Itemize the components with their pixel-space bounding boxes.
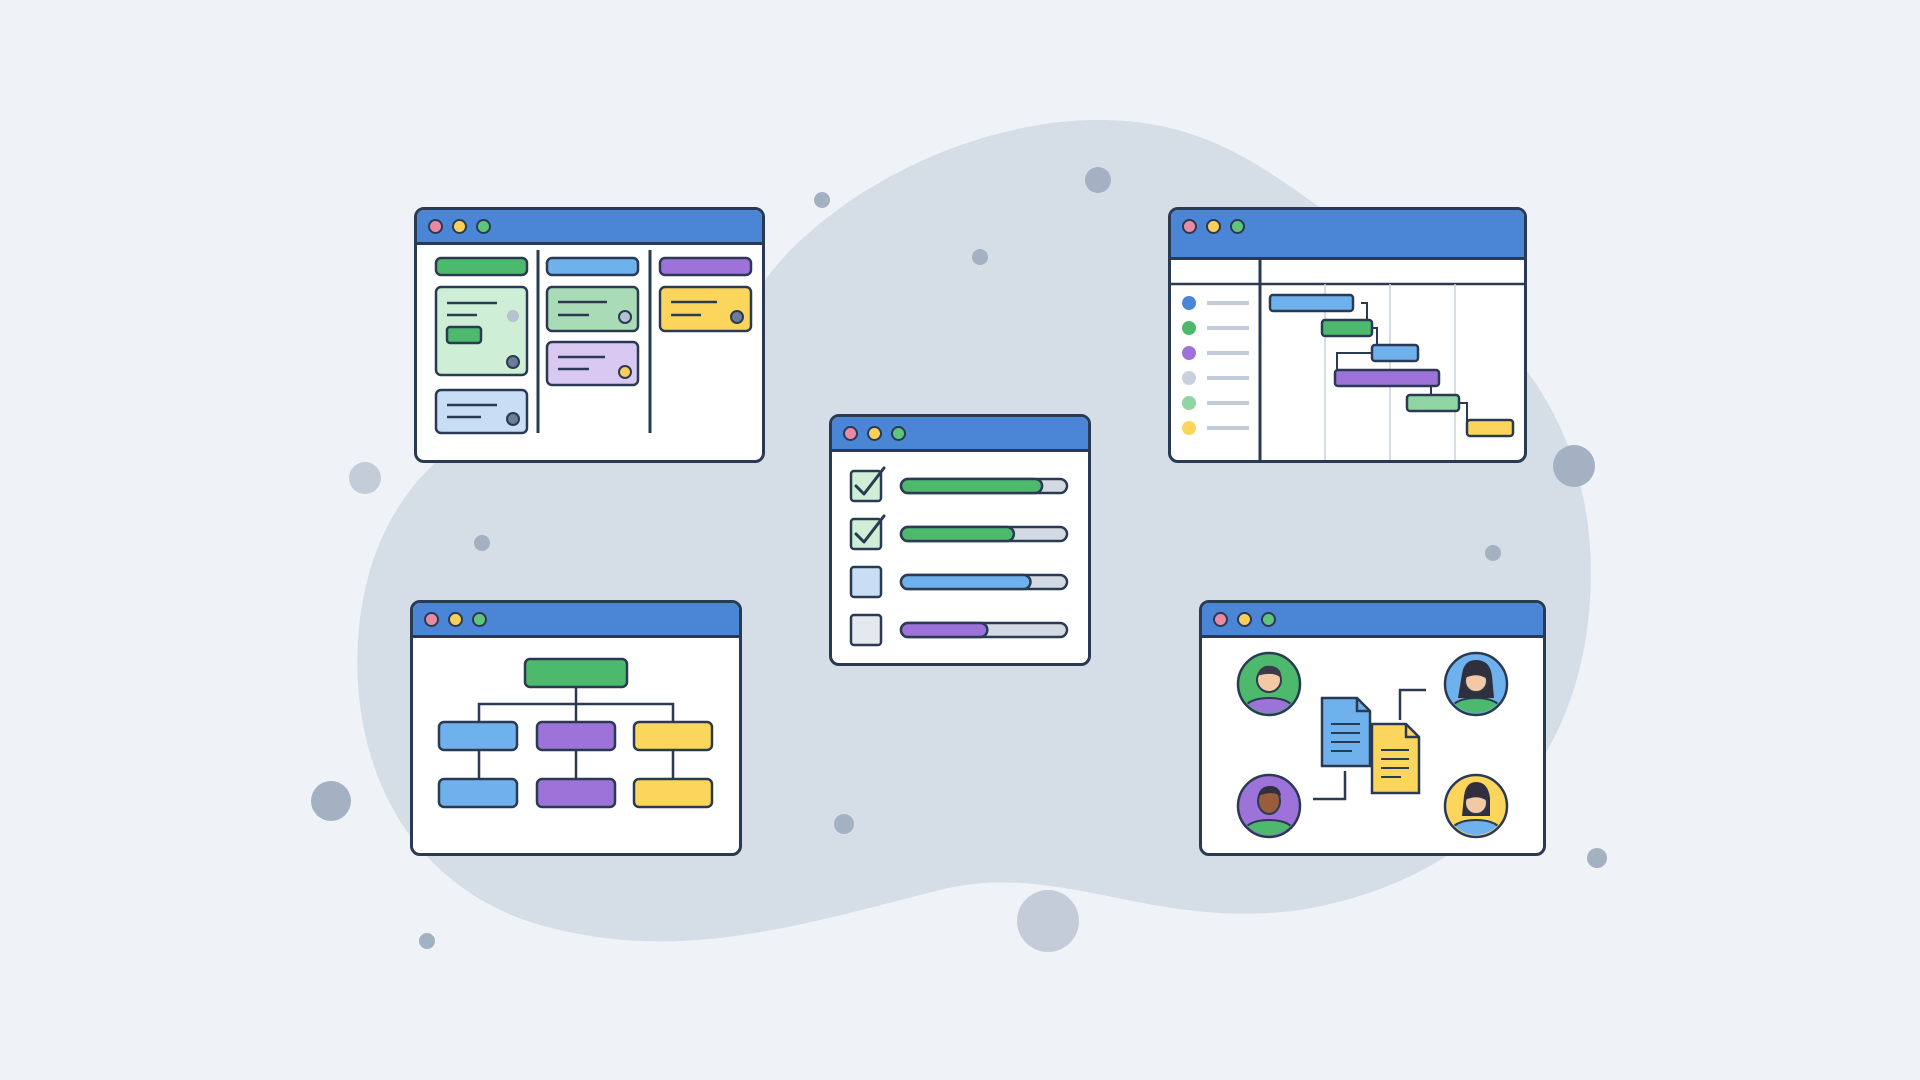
decor-dot <box>474 535 490 551</box>
minimize-dot-icon <box>452 219 467 234</box>
close-dot-icon <box>843 426 858 441</box>
document-icon <box>1370 722 1421 795</box>
team-collaboration-icon <box>1236 651 1509 839</box>
close-dot-icon <box>1182 219 1197 234</box>
gantt-chart-window <box>1168 207 1527 463</box>
window-titlebar <box>832 417 1088 452</box>
unchecked-checkbox-icon <box>849 565 883 599</box>
avatar <box>1443 773 1509 839</box>
kanban-board-icon <box>434 250 753 435</box>
window-titlebar <box>413 603 739 638</box>
close-dot-icon <box>428 219 443 234</box>
progress-fill <box>899 621 989 639</box>
close-dot-icon <box>1213 612 1228 627</box>
window-titlebar <box>417 210 762 245</box>
checklist-icon <box>849 466 1069 647</box>
kanban-board-window <box>414 207 765 463</box>
checked-checkbox-icon <box>849 469 883 503</box>
decor-dot <box>419 933 435 949</box>
maximize-dot-icon <box>1230 219 1245 234</box>
task-checklist-window <box>829 414 1091 666</box>
org-chart-icon <box>437 657 714 809</box>
decor-dot <box>834 814 854 834</box>
close-dot-icon <box>424 612 439 627</box>
minimize-dot-icon <box>1237 612 1252 627</box>
decor-dot <box>1587 848 1607 868</box>
checked-checkbox-icon <box>849 517 883 551</box>
document-icon <box>1320 696 1372 768</box>
avatar <box>1236 651 1302 717</box>
decor-dot <box>1017 890 1079 952</box>
decor-dot <box>1553 445 1595 487</box>
minimize-dot-icon <box>867 426 882 441</box>
decor-dot <box>349 462 381 494</box>
check-mark-icon <box>854 514 886 544</box>
decor-dot <box>1485 545 1501 561</box>
progress-fill <box>899 573 1032 591</box>
team-collaboration-window <box>1199 600 1546 856</box>
decor-dot <box>972 249 988 265</box>
maximize-dot-icon <box>476 219 491 234</box>
minimize-dot-icon <box>1206 219 1221 234</box>
unchecked-checkbox-icon <box>849 613 883 647</box>
progress-fill <box>899 477 1044 495</box>
minimize-dot-icon <box>448 612 463 627</box>
maximize-dot-icon <box>1261 612 1276 627</box>
gantt-chart-icon <box>1171 260 1524 460</box>
window-titlebar <box>1202 603 1543 638</box>
window-titlebar <box>1171 210 1524 260</box>
decor-dot <box>1085 167 1111 193</box>
maximize-dot-icon <box>891 426 906 441</box>
check-mark-icon <box>854 466 886 496</box>
decor-dot <box>311 781 351 821</box>
maximize-dot-icon <box>472 612 487 627</box>
progress-fill <box>899 525 1016 543</box>
avatar <box>1236 773 1302 839</box>
org-chart-window <box>410 600 742 856</box>
decor-dot <box>814 192 830 208</box>
avatar <box>1443 651 1509 717</box>
